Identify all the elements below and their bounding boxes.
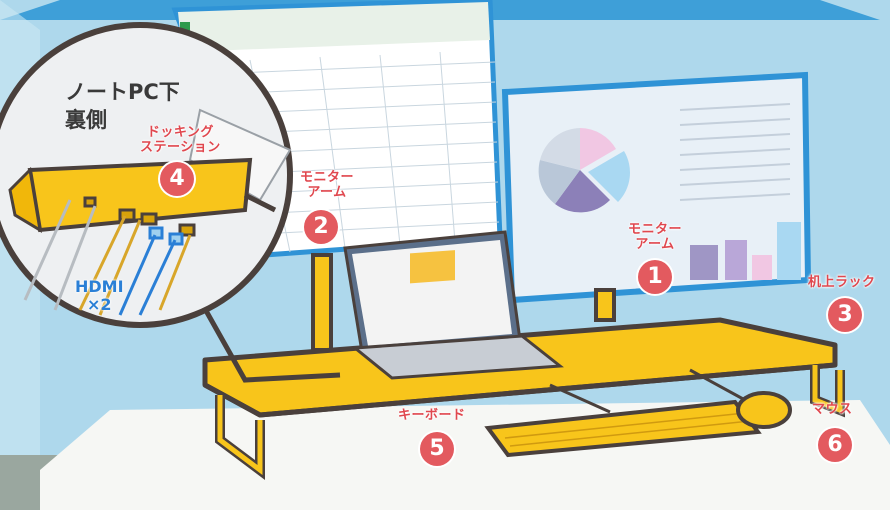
badge-5: 5 — [420, 432, 454, 466]
badge-2: 2 — [304, 210, 338, 244]
docking-station-label: ドッキング ステーション — [140, 125, 221, 155]
badge-6: 6 — [818, 428, 852, 462]
left-arm-pole — [313, 255, 331, 350]
right-arm-pole — [596, 290, 614, 320]
desk-rack-label: 机上ラック — [808, 275, 876, 290]
monitor-arm-left-label: モニター アーム — [300, 170, 354, 200]
monitor-arm-right-label: モニター アーム — [628, 222, 682, 252]
badge-4: 4 — [160, 162, 194, 196]
badge-3: 3 — [828, 298, 862, 332]
keyboard-label: キーボード — [398, 408, 466, 423]
badge-1: 1 — [638, 260, 672, 294]
hdmi-label: HDMI ×2 — [75, 278, 124, 314]
zoom-circle — [0, 25, 290, 325]
mouse-label: マウス — [812, 402, 853, 417]
